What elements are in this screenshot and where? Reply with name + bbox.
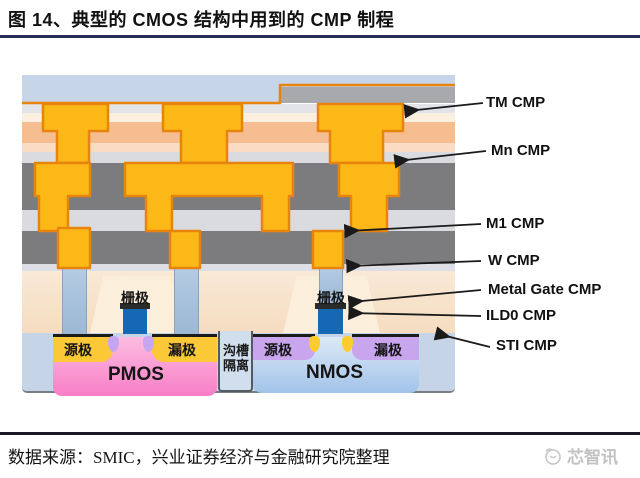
dielectric-layer-7 <box>22 264 455 271</box>
footer-rule <box>0 432 640 435</box>
label-nmos-drain: 漏极 <box>374 342 402 358</box>
w-contact-pmos-source <box>62 268 87 335</box>
label-nmos: NMOS <box>306 362 363 383</box>
label-mn-cmp: Mn CMP <box>491 142 551 159</box>
pmos-gate-cap <box>120 303 150 309</box>
pmos-drain-region <box>152 334 217 362</box>
nmos-gate-cap <box>315 303 346 309</box>
label-sti-cmp: STI CMP <box>496 337 557 354</box>
label-m1-cmp: M1 CMP <box>486 215 545 232</box>
label-pmos: PMOS <box>108 364 164 385</box>
nmos-drain-region <box>352 334 419 360</box>
dielectric-layer-2 <box>22 113 455 122</box>
label-metal-gate-cmp: Metal Gate CMP <box>488 281 602 298</box>
dielectric-layer-1 <box>22 104 455 113</box>
label-ild0-cmp: ILD0 CMP <box>486 307 557 324</box>
dielectric-layer-3 <box>22 122 455 143</box>
label-pmos-source: 源极 <box>64 342 92 358</box>
label-trench-isolation: 沟槽 隔离 <box>222 343 249 373</box>
dielectric-layer-4 <box>22 143 455 152</box>
label-w-cmp: W CMP <box>488 252 540 269</box>
w-contact-nmos-gate <box>319 268 343 304</box>
logo-text: 芯智讯 <box>567 448 618 467</box>
data-source-text: 数据来源：SMIC，兴业证券经济与金融研究院整理 <box>8 448 390 467</box>
xinzhixun-logo: 芯智讯 <box>543 443 618 468</box>
trench-isolation-block <box>218 331 253 392</box>
label-tm-cmp: TM CMP <box>486 94 546 111</box>
nmos-ldd-left <box>309 336 320 352</box>
pmos-source-region <box>53 334 113 362</box>
logo-face-icon <box>545 447 561 465</box>
label-nmos-source: 源极 <box>264 342 292 358</box>
label-nmos-gate: 栅极 <box>317 290 345 306</box>
top-metal-step-layer <box>280 87 455 103</box>
dielectric-layer-5 <box>22 152 455 163</box>
nmos-ldd-right <box>342 336 353 352</box>
pmos-ldd-left <box>108 336 119 352</box>
label-pmos-drain: 漏极 <box>168 342 196 358</box>
pmos-gate <box>123 309 147 334</box>
label-pmos-gate: 栅极 <box>121 290 149 306</box>
nmos-source-region <box>253 334 315 360</box>
pmos-ldd-right <box>143 336 154 352</box>
title-rule <box>0 35 640 38</box>
w-contact-pmos-drain <box>174 268 199 335</box>
nmos-gate <box>318 309 343 334</box>
figure-title: 图 14、典型的 CMOS 结构中用到的 CMP 制程 <box>8 10 395 30</box>
mn-metal-dielectric-layer <box>22 163 455 210</box>
m1-metal-dielectric-layer <box>22 231 455 264</box>
dielectric-layer-6 <box>22 210 455 231</box>
